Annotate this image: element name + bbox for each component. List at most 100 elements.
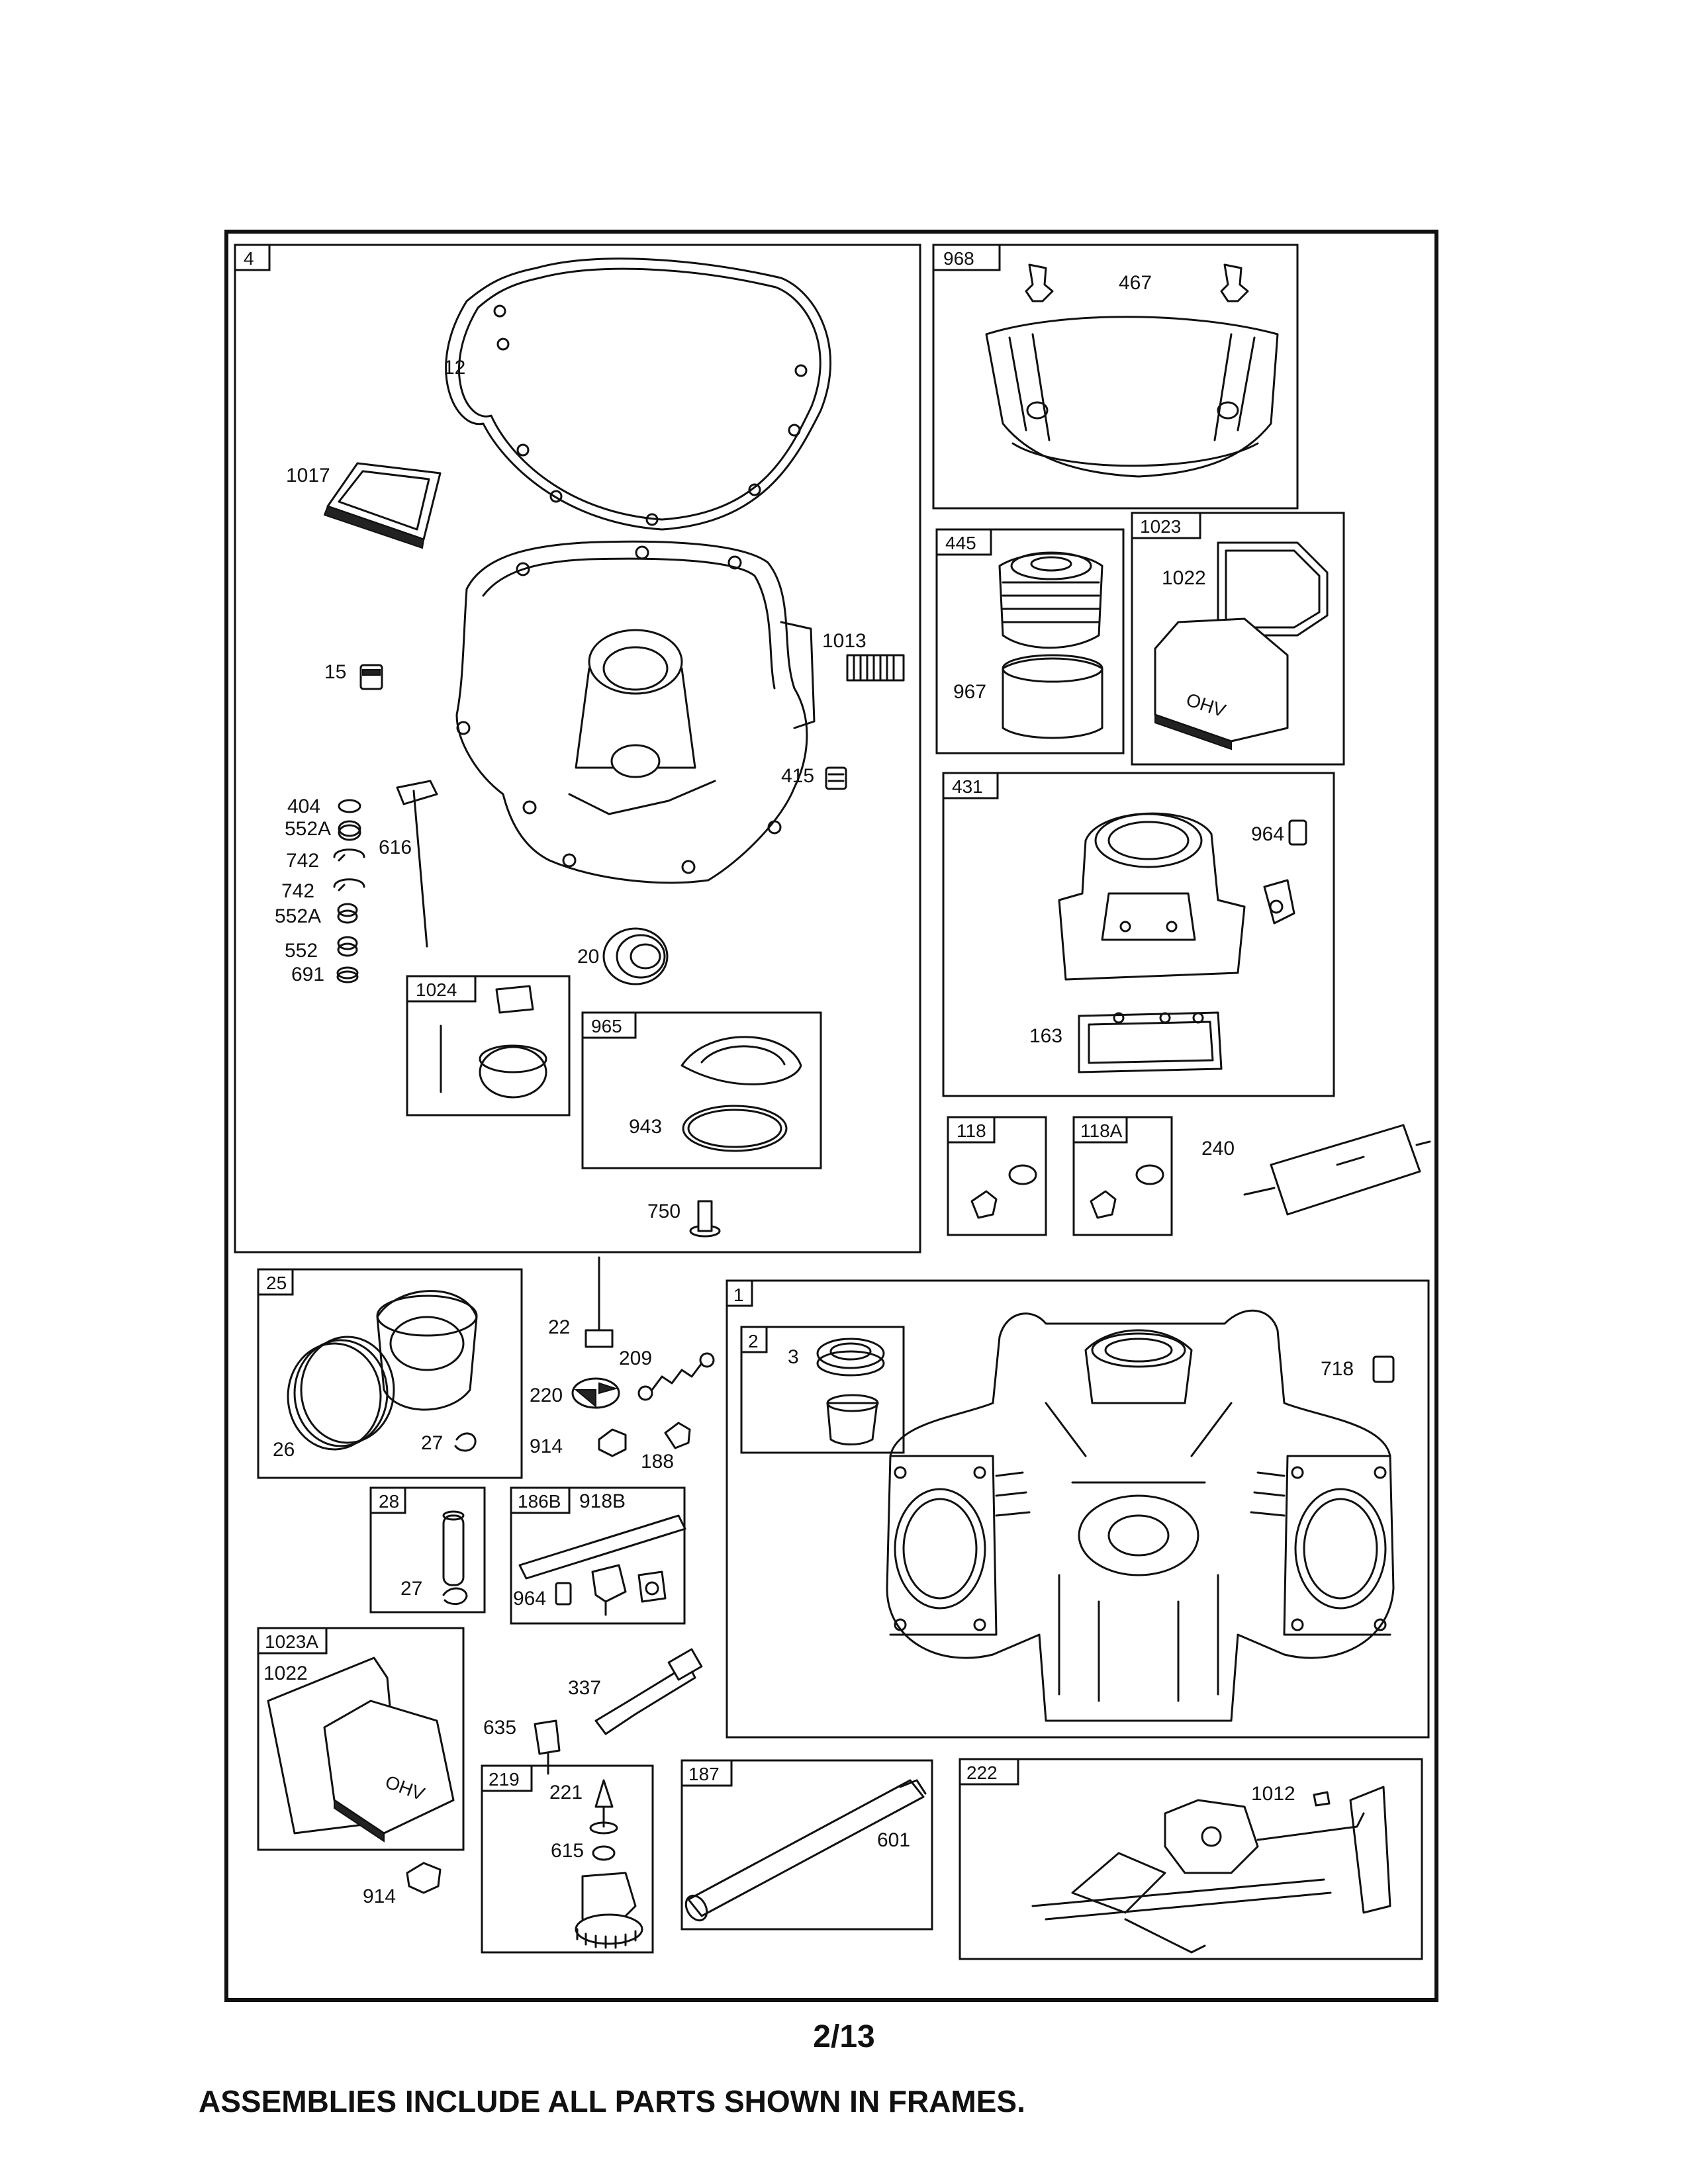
plug-15 — [359, 664, 383, 690]
callout-918b: 918B — [579, 1490, 626, 1512]
callout-552: 552 — [285, 940, 318, 962]
diagram-border — [224, 230, 1438, 2002]
callout-209: 209 — [619, 1347, 652, 1369]
callout-415: 415 — [781, 765, 814, 787]
frame-118a: 118A — [1072, 1116, 1173, 1236]
callout-615: 615 — [551, 1840, 584, 1862]
frame-label: 187 — [688, 1764, 720, 1784]
callout-742: 742 — [286, 850, 319, 872]
oil-seal-20 — [602, 927, 669, 985]
callout-750: 750 — [647, 1201, 680, 1222]
callout-1012: 1012 — [1251, 1783, 1295, 1805]
callout-220: 220 — [530, 1385, 563, 1406]
frame-label: 431 — [952, 776, 983, 797]
callout-964: 964 — [1251, 823, 1284, 845]
callout-15: 15 — [324, 661, 346, 683]
callout-22: 22 — [548, 1316, 570, 1338]
frame-label: 118A — [1080, 1120, 1123, 1141]
frame-label: 25 — [266, 1273, 287, 1293]
washer-220 — [571, 1377, 620, 1409]
frame-1023: 1023 OHV — [1131, 512, 1345, 766]
frame-label: 222 — [966, 1762, 998, 1783]
frame-label: 1023A — [265, 1631, 318, 1652]
frame-187: 187 — [680, 1759, 933, 1931]
frame-label: 219 — [489, 1769, 520, 1790]
callout-27: 27 — [421, 1432, 443, 1454]
frame-968: 968 — [932, 244, 1299, 510]
callout-943: 943 — [629, 1116, 662, 1138]
gasket-12 — [445, 257, 832, 531]
callout-967: 967 — [953, 681, 986, 703]
frame-219: 219 — [481, 1764, 654, 1954]
callout-635: 635 — [483, 1717, 516, 1739]
page-number: 2/13 — [813, 2019, 875, 2054]
frame-1023a: 1023A OHV — [257, 1627, 465, 1851]
screw-914 — [406, 1862, 442, 1894]
frame-label: 965 — [591, 1016, 622, 1036]
frame-label: 4 — [244, 248, 254, 269]
callout-552a: 552A — [285, 818, 331, 840]
frame-1: 1 — [726, 1279, 1430, 1739]
callout-404: 404 — [287, 796, 320, 817]
callout-914: 914 — [363, 1886, 396, 1907]
breather-1017 — [323, 462, 442, 549]
callout-691: 691 — [291, 964, 324, 985]
callout-964: 964 — [513, 1588, 546, 1610]
callout-3: 3 — [788, 1346, 799, 1368]
callout-20: 20 — [577, 946, 599, 968]
callout-1022: 1022 — [263, 1662, 308, 1684]
callout-188: 188 — [641, 1451, 674, 1473]
frame-label: 186B — [518, 1491, 561, 1512]
spark-plug-337 — [594, 1648, 703, 1735]
frame-965: 965 — [581, 1011, 822, 1169]
frame-2: 2 — [740, 1326, 905, 1454]
frame-1024: 1024 — [406, 975, 571, 1116]
crankcase-cover — [455, 540, 816, 884]
callout-12: 12 — [444, 357, 465, 379]
callout-27: 27 — [400, 1578, 422, 1600]
bolt-22 — [585, 1256, 614, 1348]
screw-188 — [664, 1422, 691, 1449]
frame-118: 118 — [947, 1116, 1047, 1236]
frame-431: 431 — [942, 772, 1335, 1097]
callout-914: 914 — [530, 1435, 563, 1457]
frame-186b: 186B — [510, 1486, 686, 1625]
callout-552a: 552A — [275, 905, 321, 927]
frame-label: 1023 — [1140, 516, 1181, 537]
plug-415 — [825, 766, 847, 790]
callout-718: 718 — [1321, 1358, 1354, 1380]
callout-1017: 1017 — [286, 465, 330, 486]
callout-337: 337 — [568, 1677, 601, 1699]
callout-221: 221 — [549, 1782, 583, 1803]
callout-1022: 1022 — [1162, 567, 1206, 589]
spring-209 — [637, 1352, 715, 1401]
screen-1013 — [846, 654, 905, 682]
fitting-635 — [534, 1719, 561, 1775]
callout-601: 601 — [877, 1829, 910, 1851]
callout-240: 240 — [1201, 1138, 1235, 1160]
shaft-616 — [396, 780, 438, 948]
frame-445: 445 — [935, 528, 1125, 754]
callout-467: 467 — [1119, 272, 1152, 294]
callout-742: 742 — [281, 880, 314, 902]
fuel-filter-240 — [1243, 1124, 1431, 1216]
screw-914 — [598, 1428, 627, 1457]
callout-1013: 1013 — [822, 630, 867, 652]
frame-label: 28 — [379, 1491, 399, 1512]
callout-26: 26 — [273, 1439, 295, 1461]
footer-note: ASSEMBLIES INCLUDE ALL PARTS SHOWN IN FR… — [199, 2084, 1025, 2118]
callout-616: 616 — [379, 837, 412, 858]
frame-label: 2 — [748, 1331, 759, 1351]
callout-163: 163 — [1029, 1025, 1062, 1047]
frame-label: 445 — [945, 533, 976, 553]
frame-label: 118 — [957, 1120, 986, 1141]
frame-label: 968 — [943, 248, 974, 269]
frame-25: 25 — [257, 1268, 523, 1479]
frame-label: 1024 — [416, 979, 457, 1000]
frame-28: 28 — [369, 1486, 486, 1614]
frame-222: 222 — [959, 1758, 1423, 1960]
frame-label: 1 — [733, 1285, 744, 1305]
small-parts-stack — [333, 799, 365, 983]
bolt-750 — [689, 1200, 721, 1238]
